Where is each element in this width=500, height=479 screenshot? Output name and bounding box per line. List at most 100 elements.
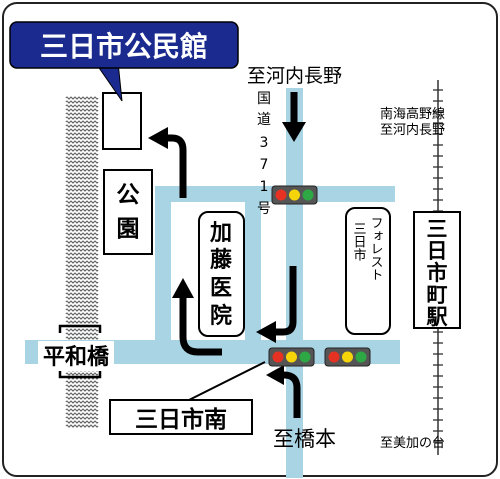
river-wave	[65, 152, 99, 156]
river-wave	[65, 164, 99, 168]
route-arrows	[148, 92, 306, 418]
station-label-5: 駅	[427, 305, 449, 329]
svg-text:3: 3	[260, 135, 269, 151]
clinic-label-2: 藤	[210, 247, 233, 273]
river-wave	[65, 396, 99, 400]
river-wave	[65, 280, 99, 284]
river-wave	[65, 112, 99, 116]
river-wave	[65, 300, 99, 304]
svg-text:号: 号	[257, 201, 271, 217]
station-label-4: 町	[427, 283, 448, 307]
river-wave	[65, 372, 99, 376]
river-wave	[65, 120, 99, 124]
destination-south: 至橋本	[273, 427, 336, 451]
arrow-to-community-center	[165, 134, 187, 198]
svg-text:7: 7	[260, 157, 269, 173]
river-wave	[65, 100, 99, 104]
river-wave	[65, 240, 99, 244]
river-wave	[65, 124, 99, 128]
title-callout: 三日市公民館	[9, 21, 239, 102]
river-wave	[65, 128, 99, 132]
river-wave	[65, 200, 99, 204]
bridge-marks	[58, 324, 102, 379]
river-wave	[65, 132, 99, 136]
station-label-1: 三	[427, 217, 448, 241]
river-wave	[65, 332, 99, 336]
park-label-1: 公	[117, 182, 140, 208]
destination-north: 至河内長野	[247, 65, 342, 87]
arrow-up-to-park	[179, 296, 222, 356]
river-wave	[65, 392, 99, 396]
river-wave	[65, 148, 99, 152]
forest-box	[345, 207, 391, 335]
station-label-3: 市	[427, 261, 448, 285]
river-wave	[65, 176, 99, 180]
route-371-label: 国 道 3 7 1 号	[257, 91, 271, 217]
park-label-2: 園	[117, 216, 140, 242]
river-wave	[65, 400, 99, 404]
river-wave	[65, 136, 99, 140]
arrow-to-clinic	[272, 266, 297, 336]
river-wave	[65, 208, 99, 212]
forest-label-1: フォレスト	[368, 216, 383, 281]
river-wave	[65, 196, 99, 200]
river	[63, 92, 101, 432]
bridge-label-box	[38, 341, 114, 371]
river-wave	[65, 292, 99, 296]
intersection-label: 三日市南	[135, 406, 227, 433]
river-wave	[65, 272, 99, 276]
station-box	[413, 211, 461, 329]
svg-text:国: 国	[257, 91, 271, 107]
river-wave	[65, 96, 99, 100]
river-wave	[65, 244, 99, 248]
river-wave	[65, 108, 99, 112]
river-wave	[65, 188, 99, 192]
river-wave	[65, 180, 99, 184]
river-wave	[65, 284, 99, 288]
clinic-label-1: 加	[209, 221, 232, 246]
river-wave	[65, 224, 99, 228]
forest-label-2: 三日市	[351, 222, 367, 261]
bridge-label: 平和橋	[43, 345, 110, 370]
rail-north-line-2: 至河内長野	[380, 122, 445, 138]
road-left-vertical	[155, 186, 171, 364]
svg-text:道: 道	[257, 112, 271, 128]
river-wave	[65, 252, 99, 256]
river-wave	[65, 236, 99, 240]
river-wave	[65, 264, 99, 268]
river-wave	[65, 216, 99, 220]
page-title: 三日市公民館	[40, 30, 208, 63]
river-wave	[65, 316, 99, 320]
river-wave	[65, 204, 99, 208]
traffic-signal	[324, 347, 371, 367]
clinic-label-3: 医	[210, 276, 232, 301]
svg-text:1: 1	[260, 179, 269, 195]
traffic-signals	[268, 185, 371, 367]
river-wave	[65, 104, 99, 108]
arrow-from-south	[280, 371, 301, 418]
park-box	[103, 169, 153, 255]
destination-rail-south: 至美加の台	[380, 436, 445, 451]
station-label-2: 日	[427, 239, 448, 263]
river-wave	[65, 140, 99, 144]
river-wave	[65, 424, 99, 428]
river-wave	[65, 308, 99, 312]
river-wave	[65, 212, 99, 216]
river-wave	[65, 388, 99, 392]
river-wave	[65, 296, 99, 300]
rail-north-line-1: 南海高野線	[380, 106, 445, 122]
river-wave	[65, 312, 99, 316]
river-wave	[65, 184, 99, 188]
river-wave	[65, 256, 99, 260]
road-clinic-vertical	[245, 186, 261, 364]
river-wave	[65, 268, 99, 272]
river-wave	[65, 420, 99, 424]
river-wave	[65, 116, 99, 120]
river-wave	[65, 260, 99, 264]
river-wave	[65, 288, 99, 292]
river-wave	[65, 160, 99, 164]
river-wave	[65, 232, 99, 236]
river-wave	[65, 304, 99, 308]
community-center-building	[102, 92, 142, 150]
